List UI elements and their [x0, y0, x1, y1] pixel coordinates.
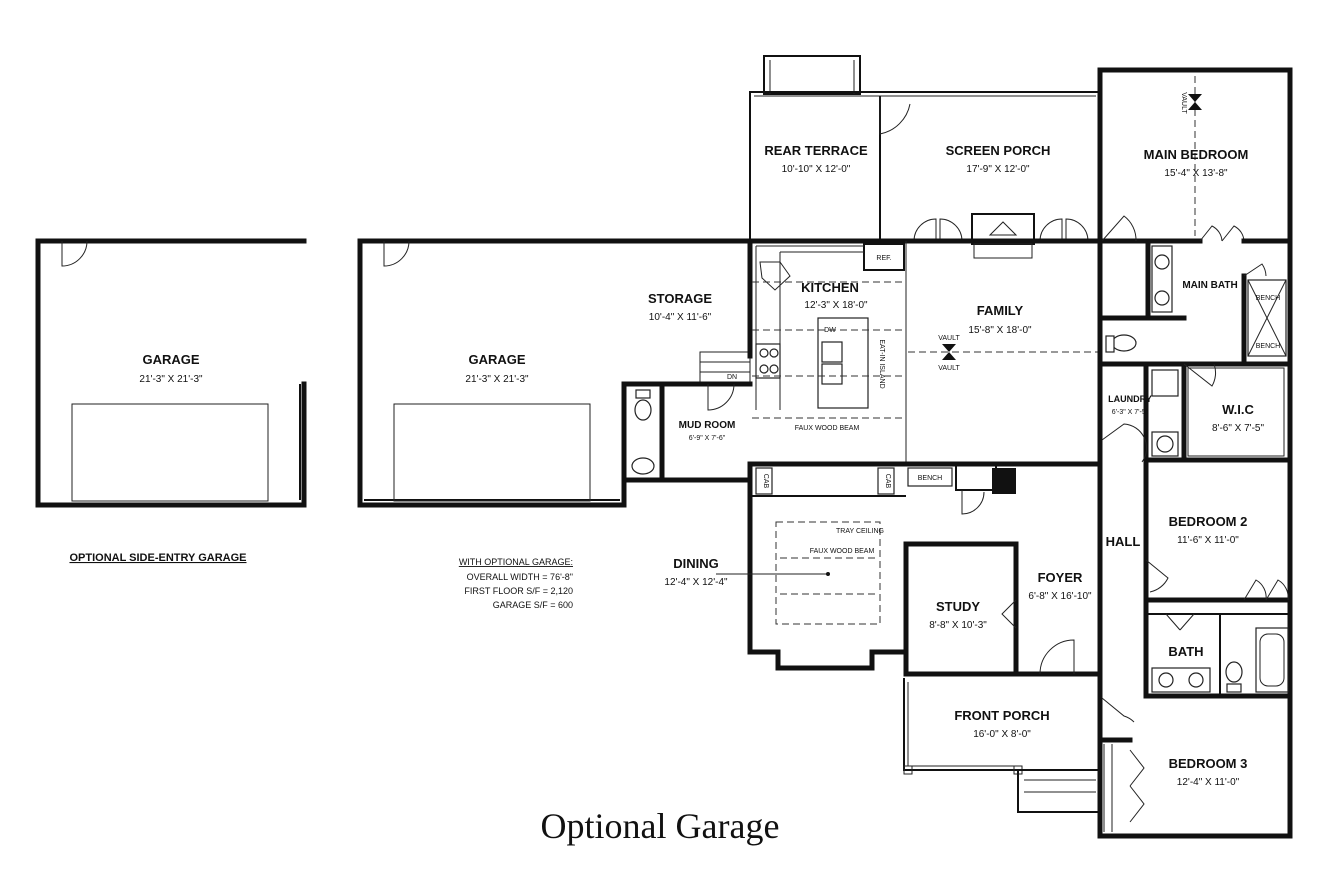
main-bedroom-vault: VAULT: [1180, 92, 1187, 114]
family: VAULT VAULT FAMILY 15'-8" X 18'-0": [905, 241, 1098, 464]
study-foyer: STUDY 8'-8" X 10'-3" FOYER 6'-8" X 16'-1…: [903, 541, 1103, 677]
side-garage-name: GARAGE: [142, 352, 199, 367]
garage-name: GARAGE: [468, 352, 525, 367]
band-bench: BENCH: [918, 475, 943, 482]
wic-laundry: W.I.C 8'-6" X 7'-5" LAUNDRY 6'-3" X 7'-5…: [1097, 361, 1293, 463]
garage-note-line-3: GARAGE S/F = 600: [493, 600, 573, 610]
main-bedroom-dim: 15'-4" X 13'-8": [1164, 168, 1228, 179]
kitchen-name: KITCHEN: [801, 280, 859, 295]
kitchen: REF. DW EAT-IN ISLAND FAUX WOOD BEAM KIT…: [727, 238, 1103, 432]
rear-terrace-name: REAR TERRACE: [764, 143, 868, 158]
mud-room-name: MUD ROOM: [679, 420, 736, 431]
garage-note: WITH OPTIONAL GARAGE: OVERALL WIDTH = 76…: [459, 557, 573, 610]
garage-dim: 21'-3" X 21'-3": [465, 374, 529, 385]
family-dim: 15'-8" X 18'-0": [968, 325, 1032, 336]
garage-note-line-2: FIRST FLOOR S/F = 2,120: [464, 586, 573, 596]
main-garage: GARAGE 21'-3" X 21'-3" STORAGE 10'-4" X …: [357, 238, 753, 508]
dining: TRAY CEILING FAUX WOOD BEAM DINING 12'-4…: [664, 461, 907, 671]
bedroom-wing: HALL BEDROOM 2 11'-6" X 11'-0" BATH BEDR…: [1097, 238, 1293, 839]
rear-porches: REAR TERRACE 10'-10" X 12'-0" SCREEN POR…: [749, 55, 1100, 259]
family-vault-bottom: VAULT: [938, 365, 960, 372]
dining-dim: 12'-4" X 12'-4": [664, 577, 728, 588]
wic-name: W.I.C: [1222, 402, 1254, 417]
family-vault-top: VAULT: [938, 335, 960, 342]
center-band: CAB CAB BENCH: [747, 461, 1103, 515]
garage-note-heading: WITH OPTIONAL GARAGE:: [459, 557, 573, 567]
island-label: EAT-IN ISLAND: [878, 339, 885, 388]
band-cabinet-left: CAB: [762, 474, 769, 489]
garage-note-line-1: OVERALL WIDTH = 76'-8": [467, 572, 573, 582]
foyer-dim: 6'-8" X 16'-10": [1028, 591, 1092, 602]
main-bedroom-name: MAIN BEDROOM: [1144, 147, 1249, 162]
tray-ceiling-label: TRAY CEILING: [836, 528, 884, 535]
front-porch: FRONT PORCH 16'-0" X 8'-0": [903, 678, 1101, 813]
screen-porch-name: SCREEN PORCH: [946, 143, 1051, 158]
bedroom3-name: BEDROOM 3: [1169, 756, 1248, 771]
dining-faux-beam: FAUX WOOD BEAM: [810, 548, 875, 555]
hall-name: HALL: [1106, 534, 1141, 549]
bedroom2-name: BEDROOM 2: [1169, 514, 1248, 529]
front-porch-name: FRONT PORCH: [954, 708, 1049, 723]
bedroom2-dim: 11'-6" X 11'-0": [1177, 535, 1239, 546]
mud-room-area: MUD ROOM 6'-9" X 7'-6": [621, 381, 753, 508]
family-name: FAMILY: [977, 303, 1024, 318]
bench-upper: BENCH: [1256, 295, 1281, 302]
stair-dn: DN: [727, 374, 737, 381]
bench-lower: BENCH: [1256, 343, 1281, 350]
main-bath-name: MAIN BATH: [1182, 280, 1237, 291]
foyer-name: FOYER: [1038, 570, 1083, 585]
front-porch-dim: 16'-0" X 8'-0": [973, 729, 1031, 740]
bath-name: BATH: [1168, 644, 1203, 659]
kitchen-faux-beam: FAUX WOOD BEAM: [795, 425, 860, 432]
wic-dim: 8'-6" X 7'-5": [1212, 423, 1265, 434]
screen-porch-dim: 17'-9" X 12'-0": [966, 164, 1030, 175]
main-bath: BENCH BENCH MAIN BATH: [1097, 238, 1293, 363]
rear-terrace-dim: 10'-10" X 12'-0": [782, 164, 851, 175]
study-dim: 8'-8" X 10'-3": [929, 620, 987, 631]
plan-caption: Optional Garage: [541, 806, 780, 846]
study-name: STUDY: [936, 599, 980, 614]
storage-name: STORAGE: [648, 291, 712, 306]
side-entry-garage: GARAGE 21'-3" X 21'-3" OPTIONAL SIDE-ENT…: [35, 238, 307, 564]
laundry-dim: 6'-3" X 7'-5": [1112, 409, 1149, 416]
storage-dim: 10'-4" X 11'-6": [649, 312, 712, 323]
mud-room-dim: 6'-9" X 7'-6": [689, 435, 726, 442]
bedroom3-dim: 12'-4" X 11'-0": [1177, 777, 1240, 788]
band-cabinet-right: CAB: [884, 474, 891, 489]
ref-label: REF.: [876, 255, 891, 262]
laundry-name: LAUNDRY: [1108, 394, 1152, 404]
kitchen-dim: 12'-3" X 18'-0": [804, 300, 868, 311]
optional-side-entry-label: OPTIONAL SIDE-ENTRY GARAGE: [69, 552, 246, 564]
side-garage-dim: 21'-3" X 21'-3": [139, 374, 203, 385]
dining-name: DINING: [673, 556, 719, 571]
